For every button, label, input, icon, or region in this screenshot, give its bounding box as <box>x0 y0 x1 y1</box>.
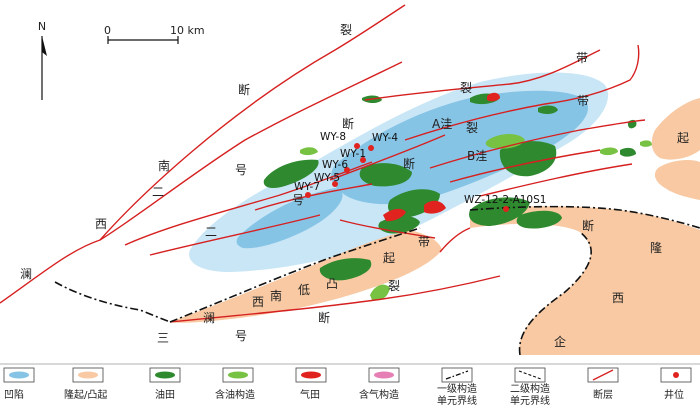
label-uplift-nan: 南 <box>270 288 282 303</box>
uplift-east-lobe <box>651 98 700 160</box>
well-label-wy-8: WY-8 <box>320 131 346 143</box>
legend-item-oil-structure: 含油构造 <box>215 367 255 401</box>
label-b-sag: B洼 <box>467 149 487 163</box>
scale-end: 10 km <box>170 24 205 37</box>
well-marker[interactable] <box>360 157 366 163</box>
legend-item-gas-field: 气田 <box>295 367 327 401</box>
legend-label: 含气构造 <box>359 388 399 401</box>
wells: WY-8 WY-4 WY-1 WY-6 WY-5 WY-7 WZ-12-2-A1… <box>294 131 546 212</box>
legend-item-depression: 凹陷 <box>3 367 35 401</box>
well-marker[interactable] <box>503 206 509 212</box>
well-marker[interactable] <box>344 167 350 173</box>
well-marker[interactable] <box>332 181 338 187</box>
legend-label: 断层 <box>593 388 613 401</box>
label-xi: 西 <box>95 217 107 231</box>
oil-fields <box>263 93 637 281</box>
well-label-wy-7: WY-7 <box>294 181 320 193</box>
legend-label: 油田 <box>155 388 175 401</box>
label-uplift-tu: 凸 <box>326 277 338 291</box>
label-hao-2: 号 <box>292 193 304 207</box>
legend-item-fault: 断层 <box>587 367 619 401</box>
legend-label: 井位 <box>664 388 684 401</box>
label-dai-2: 带 <box>577 94 589 108</box>
label-lan: 澜 <box>20 267 32 281</box>
well-label-wy-4: WY-4 <box>372 132 398 144</box>
legend-item-oil-field: 油田 <box>149 367 181 401</box>
well-label-wy-6: WY-6 <box>322 159 348 171</box>
label-duan-5: 断 <box>582 218 594 233</box>
well-label-wz-12-2: WZ-12-2-A10S1 <box>464 194 546 206</box>
fault-zone-labels: 裂 断 南 二 号 西 二 号 澜 三 裂 带 断 裂 带 断 带 起 裂 断 … <box>20 23 689 349</box>
oil-structures <box>300 134 652 301</box>
legend-item-secondary-boundary: 二级构造 单元界线 <box>510 367 550 407</box>
uplift-southwest <box>170 230 442 323</box>
label-san: 三 <box>157 331 169 345</box>
label-qi-2: 企 <box>554 334 566 349</box>
legend-label: 凹陷 <box>4 388 24 401</box>
label-er: 二 <box>152 185 164 199</box>
label-qi-east: 起 <box>677 131 689 145</box>
legend-item-gas-structure: 含气构造 <box>359 367 400 401</box>
well-label-wy-5: WY-5 <box>314 172 340 184</box>
well-marker[interactable] <box>305 192 311 198</box>
legend-label: 二级构造 <box>510 382 550 395</box>
depression-inner-west <box>236 188 343 249</box>
label-a-sag: A洼 <box>432 117 452 131</box>
legend-label: 单元界线 <box>437 394 477 407</box>
label-uplift-di: 低 <box>298 283 310 297</box>
fault-lines <box>0 4 646 323</box>
well-marker[interactable] <box>354 143 360 149</box>
label-hao-3: 号 <box>235 329 247 343</box>
label-lan-2: 澜 <box>203 311 215 325</box>
legend: 凹陷 隆起/凸起 油田 含油构造 气田 含气构造 <box>3 367 692 407</box>
legend-label: 气田 <box>300 388 320 401</box>
label-duan-4: 断 <box>318 310 330 325</box>
gas-fields <box>383 92 500 222</box>
legend-label: 单元界线 <box>510 394 550 407</box>
label-er-2: 二 <box>205 225 217 239</box>
scale-bar: 0 10 km <box>104 24 205 44</box>
well-marker[interactable] <box>368 145 374 151</box>
label-duan-2: 断 <box>342 116 354 131</box>
label-lie-1: 裂 <box>340 23 352 37</box>
label-hao: 号 <box>235 163 247 177</box>
label-xi-2: 西 <box>612 291 624 305</box>
label-lie-4: 裂 <box>388 279 400 293</box>
uplift-east-main <box>470 206 700 355</box>
legend-label: 一级构造 <box>437 382 477 395</box>
primary-boundary-lines <box>54 205 700 356</box>
legend-item-primary-boundary: 一级构造 单元界线 <box>437 367 477 407</box>
label-south: 南 <box>158 158 170 173</box>
north-label: N <box>38 20 46 33</box>
label-lie-3: 裂 <box>466 121 478 135</box>
label-uplift-xi: 西 <box>252 295 264 309</box>
label-dai-1: 带 <box>576 51 588 65</box>
legend-label: 隆起/凸起 <box>64 388 107 401</box>
label-lie-2: 裂 <box>460 81 472 95</box>
uplift-east-small <box>654 160 700 200</box>
label-qi: 起 <box>383 251 395 265</box>
label-dai-3: 带 <box>418 235 430 249</box>
scale-start: 0 <box>104 24 111 37</box>
label-long: 隆 <box>650 240 662 255</box>
label-duan-1: 断 <box>238 82 250 97</box>
well-label-wy-1: WY-1 <box>340 148 366 160</box>
label-duan-3: 断 <box>403 156 415 171</box>
legend-item-well: 井位 <box>660 367 692 401</box>
north-arrow: N <box>38 20 47 100</box>
legend-label: 含油构造 <box>215 388 255 401</box>
legend-item-uplift: 隆起/凸起 <box>64 367 107 401</box>
